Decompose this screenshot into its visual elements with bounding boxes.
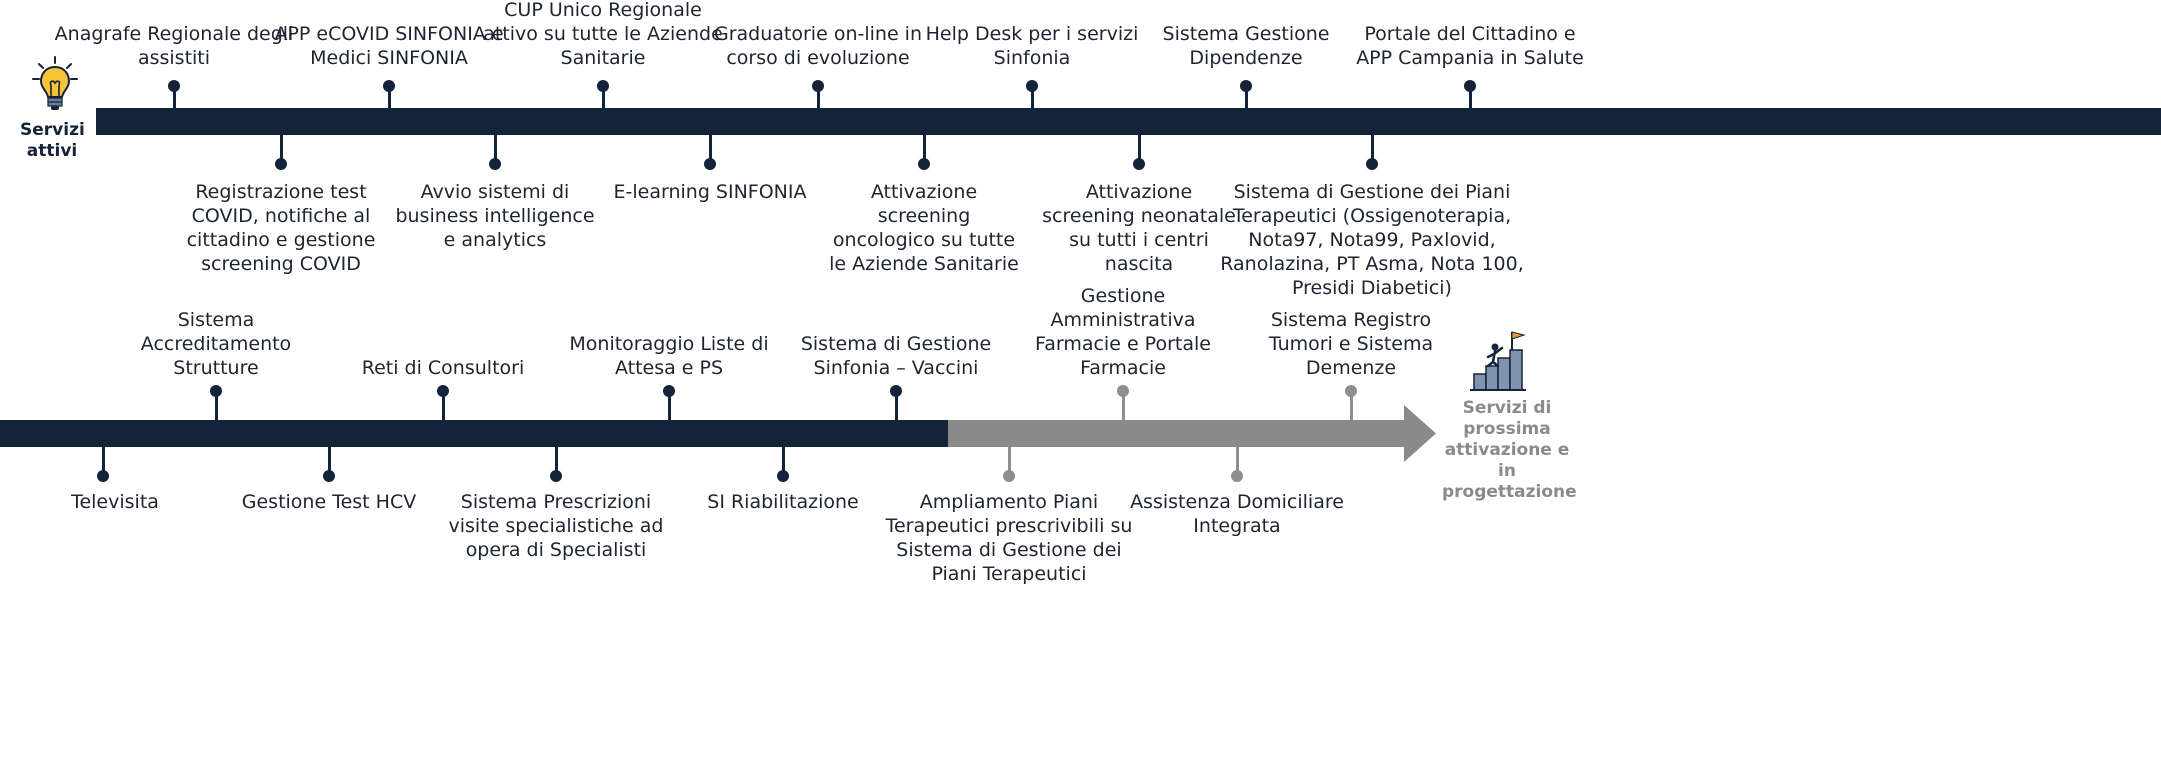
timeline-connector <box>1137 135 1141 160</box>
timeline-connector <box>1468 86 1472 108</box>
bottom-timeline-bar-active <box>0 420 948 447</box>
timeline-connector <box>781 447 785 473</box>
timeline-event-label: Avvio sistemi di business intelligence e… <box>395 181 595 251</box>
timeline-dot <box>437 385 449 397</box>
timeline-connector <box>708 135 712 160</box>
timeline-dot <box>489 158 501 170</box>
timeline-dot <box>1366 158 1378 170</box>
timeline-event-label: Ampliamento Piani Terapeutici prescrivib… <box>885 491 1133 585</box>
timeline-event-label: Reti di Consultori <box>361 357 525 379</box>
timeline-connector <box>327 447 331 473</box>
timeline-dot <box>777 470 789 482</box>
timeline-event-label: Portale del Cittadino e APP Campania in … <box>1356 23 1584 69</box>
timeline-connector <box>1244 86 1248 108</box>
timeline-connector <box>387 86 391 108</box>
timeline-connector <box>601 86 605 108</box>
timeline-connector <box>101 447 105 473</box>
timeline-event-label: Anagrafe Regionale degli assistiti <box>54 23 294 69</box>
timeline-dot <box>812 80 824 92</box>
timeline-connector <box>279 135 283 160</box>
timeline-dot <box>323 470 335 482</box>
timeline-dot <box>663 385 675 397</box>
timeline-dot <box>1003 470 1015 482</box>
timeline-event-label: Help Desk per i servizi Sinfonia <box>925 23 1139 69</box>
timeline-event-label: Attivazione screening oncologico su tutt… <box>829 181 1019 275</box>
timeline-dot <box>210 385 222 397</box>
timeline-connector <box>493 135 497 160</box>
timeline-event-label: APP eCOVID SINFONIA e Medici SINFONIA <box>274 23 504 69</box>
timeline-event-label: SI Riabilitazione <box>707 491 859 513</box>
timeline-event-label: Sistema Registro Tumori e Sistema Demenz… <box>1268 309 1434 379</box>
timeline-connector <box>894 391 898 420</box>
timeline-dot <box>383 80 395 92</box>
timeline-connector <box>1007 447 1011 473</box>
timeline-connector <box>1121 391 1125 420</box>
top-side-label: Servizi attivi <box>20 120 85 161</box>
timeline-connector <box>1030 86 1034 108</box>
timeline-connector <box>1235 447 1239 473</box>
timeline-dot <box>1026 80 1038 92</box>
timeline-connector <box>554 447 558 473</box>
timeline-event-label: E-learning SINFONIA <box>613 181 807 203</box>
climbing-stairs-flag-icon <box>1468 330 1528 396</box>
timeline-connector <box>1349 391 1353 420</box>
timeline-connector <box>441 391 445 420</box>
timeline-dot <box>1117 385 1129 397</box>
timeline-dot <box>918 158 930 170</box>
timeline-connector <box>172 86 176 108</box>
timeline-dot <box>1240 80 1252 92</box>
timeline-event-label: Monitoraggio Liste di Attesa e PS <box>569 333 769 379</box>
top-timeline-bar <box>96 108 2161 135</box>
timeline-event-label: Sistema Gestione Dipendenze <box>1162 23 1330 69</box>
timeline-dot <box>890 385 902 397</box>
timeline-event-label: Gestione Test HCV <box>241 491 417 513</box>
timeline-dot <box>1231 470 1243 482</box>
timeline-connector <box>214 391 218 420</box>
timeline-dot <box>704 158 716 170</box>
timeline-connector <box>667 391 671 420</box>
timeline-event-label: Sistema di Gestione dei Piani Terapeutic… <box>1220 181 1524 299</box>
timeline-event-label: Registrazione test COVID, notifiche al c… <box>186 181 376 275</box>
timeline-event-label: Sistema di Gestione Sinfonia – Vaccini <box>800 333 992 379</box>
timeline-dot <box>168 80 180 92</box>
timeline-event-label: CUP Unico Regionale attivo su tutte le A… <box>483 0 723 69</box>
timeline-event-label: Graduatorie on-line in corso di evoluzio… <box>714 23 922 69</box>
bottom-timeline-bar-planned <box>948 420 1405 447</box>
timeline-event-label: Assistenza Domiciliare Integrata <box>1130 491 1344 537</box>
timeline-event-label: Attivazione screening neonatale su tutti… <box>1042 181 1236 275</box>
timeline-dot <box>275 158 287 170</box>
timeline-dot <box>550 470 562 482</box>
timeline-connector <box>922 135 926 160</box>
timeline-connector <box>816 86 820 108</box>
timeline-dot <box>597 80 609 92</box>
timeline-dot <box>1133 158 1145 170</box>
timeline-dot <box>97 470 109 482</box>
timeline-event-label: Sistema Accreditamento Strutture <box>140 309 292 379</box>
timeline-dot <box>1345 385 1357 397</box>
timeline-event-label: Televisita <box>71 491 159 513</box>
lightbulb-icon <box>30 55 80 117</box>
timeline-event-label: Gestione Amministrativa Farmacie e Porta… <box>1035 285 1211 379</box>
timeline-connector <box>1370 135 1374 160</box>
bottom-side-label: Servizi di prossima attivazione e in pro… <box>1442 398 1577 502</box>
arrow-head-icon <box>1404 405 1436 462</box>
timeline-dot <box>1464 80 1476 92</box>
timeline-event-label: Sistema Prescrizioni visite specialistic… <box>448 491 664 561</box>
